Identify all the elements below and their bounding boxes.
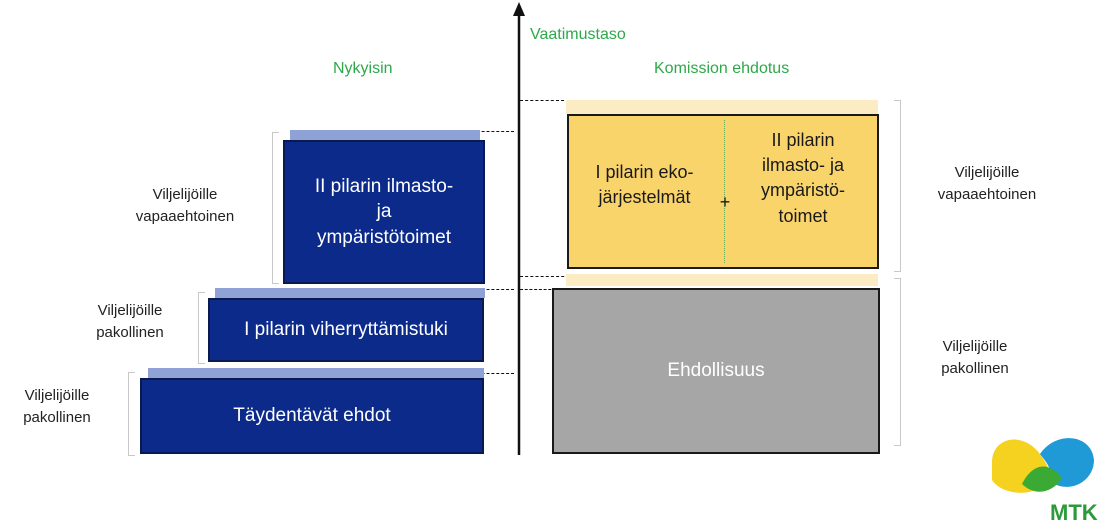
cream-strip-mid [566, 274, 878, 286]
axis-label: Vaatimustaso [530, 26, 626, 43]
dash-line-i-proposal [520, 289, 556, 290]
bracket-voluntary-proposal [894, 100, 901, 272]
bracket-voluntary-current [272, 132, 279, 284]
block-cross-compliance-label: Täydentävät ehdot [233, 405, 391, 427]
shadow-ii-pillar [290, 130, 480, 140]
header-proposal: Komission ehdotus [654, 60, 790, 77]
block-cross-compliance: Täydentävät ehdot [140, 378, 484, 454]
side-label-mandatory-compliance: Viljelijöille pakollinen [23, 387, 91, 426]
side-label-mandatory-greening: Viljelijöille pakollinen [96, 302, 164, 341]
dash-line-ii-current [462, 131, 514, 132]
shadow-i-pillar [215, 288, 485, 298]
block-i-pillar-greening: I pilarin viherryttämistuki [208, 298, 484, 362]
dash-line-bottom-current [462, 373, 514, 374]
mtk-logo-icon [992, 438, 1094, 493]
dash-line-top [520, 100, 600, 101]
shadow-cross-compliance [148, 368, 484, 378]
proposal-ii-pillar-text: II pilarin ilmasto- ja ympäristö- toimet [760, 130, 845, 226]
proposal-eco-schemes-text: I pilarin eko- järjestelmät [595, 162, 694, 208]
block-i-pillar-label: I pilarin viherryttämistuki [244, 319, 448, 341]
side-label-voluntary-proposal: Viljelijöille vapaaehtoinen [937, 164, 1037, 203]
mtk-logo-text: MTK [1050, 500, 1098, 525]
block-conditionality-label: Ehdollisuus [667, 360, 765, 381]
header-current: Nykyisin [333, 60, 393, 77]
bracket-mandatory-compliance [128, 372, 135, 456]
vertical-axis [513, 2, 525, 455]
block-ii-pillar-label: II pilarin ilmasto- ja ympäristötoimet [314, 175, 454, 248]
side-label-voluntary-current: Viljelijöille vapaaehtoinen [135, 186, 235, 225]
dash-line-i-current [462, 289, 514, 290]
proposal-divider [724, 120, 725, 263]
side-label-mandatory-proposal: Viljelijöille pakollinen [941, 338, 1009, 377]
bracket-mandatory-greening [198, 292, 205, 364]
cream-strip-top [566, 100, 878, 114]
block-ii-pillar-climate: II pilarin ilmasto- ja ympäristötoimet [283, 140, 485, 284]
block-conditionality: Ehdollisuus [552, 288, 880, 454]
proposal-plus-sign: + [719, 192, 731, 212]
block-proposal-voluntary [567, 114, 879, 269]
bracket-mandatory-proposal [894, 278, 901, 446]
dash-line-mid [520, 276, 590, 277]
